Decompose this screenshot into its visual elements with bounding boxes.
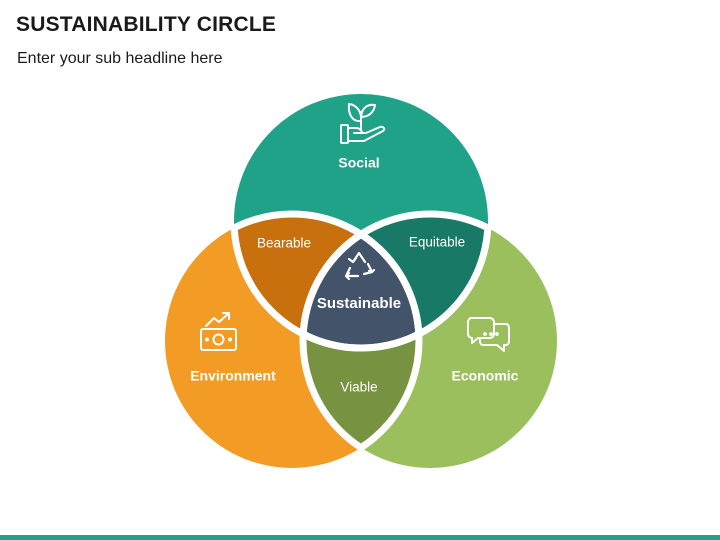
environment-label: Environment: [190, 368, 276, 384]
bottom-accent-bar: [0, 535, 720, 540]
sustainable-region: [303, 214, 419, 348]
viable-label: Viable: [340, 380, 377, 395]
sustainable-label: Sustainable: [317, 295, 401, 312]
equitable-label: Equitable: [409, 235, 465, 250]
bearable-label: Bearable: [257, 236, 311, 251]
page-subtitle: Enter your sub headline here: [17, 50, 223, 67]
recycle-icon: [344, 251, 376, 281]
page-title: SUSTAINABILITY CIRCLE: [16, 13, 277, 36]
money-growth-icon: [200, 312, 237, 351]
social-label: Social: [338, 155, 379, 171]
plant-hand-icon: [340, 103, 386, 144]
chat-bubbles-icon: [467, 317, 510, 352]
economic-label: Economic: [452, 368, 519, 384]
